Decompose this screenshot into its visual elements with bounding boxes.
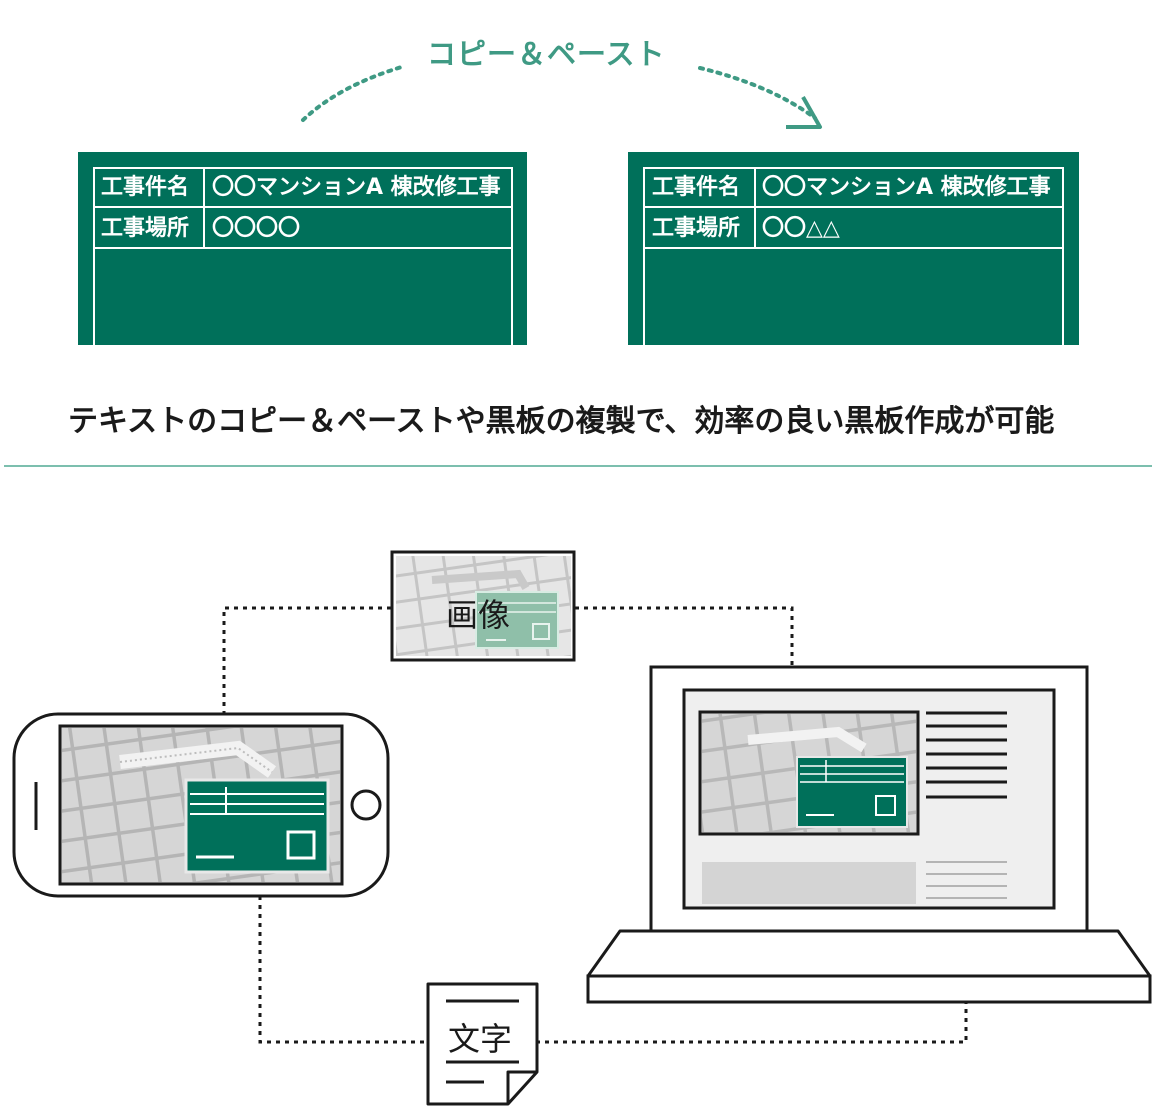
smartphone: [12, 712, 390, 898]
board1-row1-label: 工事件名: [101, 175, 190, 200]
caption: テキストのコピー＆ペーストや黒板の複製で、効率の良い黒板作成が可能: [68, 404, 1055, 439]
blackboard-2: [628, 152, 1079, 345]
copy-paste-label: コピー＆ペースト: [427, 37, 666, 71]
board2-row2-value: 〇〇△△: [762, 216, 840, 241]
phone-home-button: [350, 789, 382, 821]
board1-row2-value: 〇〇〇〇: [212, 216, 301, 241]
board1-row1-value: 〇〇マンションA 棟改修工事: [212, 175, 501, 200]
copy-arrow-right-arc: [698, 66, 817, 120]
copy-arrowhead-icon: [786, 96, 822, 129]
text-document: [426, 982, 539, 1106]
copy-arrow-left-arc: [301, 64, 407, 122]
board1-row2-label: 工事場所: [101, 216, 190, 241]
text-doc-label: 文字: [448, 1020, 513, 1058]
blackboard-1: [78, 152, 527, 345]
laptop: [586, 665, 1152, 1004]
image-box-label: 画像: [446, 596, 511, 634]
board2-row1-value: 〇〇マンションA 棟改修工事: [762, 175, 1051, 200]
board2-row2-label: 工事場所: [652, 216, 741, 241]
board2-row1-label: 工事件名: [652, 175, 741, 200]
image-box: [390, 550, 576, 662]
